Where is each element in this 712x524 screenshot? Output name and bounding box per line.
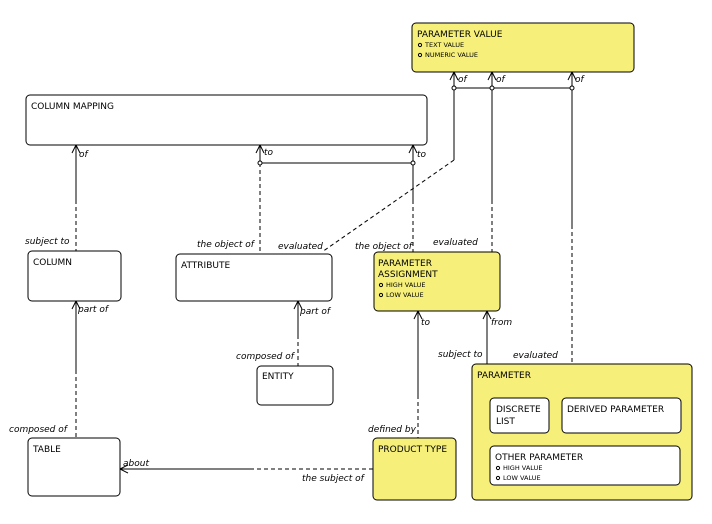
entity-title: PARAMETER bbox=[477, 371, 531, 381]
relationship-label: of bbox=[575, 75, 586, 85]
relationship-label: composed of bbox=[236, 352, 296, 362]
entity-title-line: PARAMETER bbox=[378, 259, 432, 269]
relationship-label: composed of bbox=[9, 425, 69, 435]
relationship-label: of bbox=[496, 75, 507, 85]
relationship-label: to bbox=[417, 150, 427, 160]
relationship-label: evaluated bbox=[433, 238, 478, 248]
attribute-item: LOW VALUE bbox=[503, 474, 541, 482]
entity-parameter-value[interactable]: PARAMETER VALUE TEXT VALUE NUMERIC VALUE bbox=[411, 22, 635, 73]
relationship-lines bbox=[71, 70, 577, 474]
relationship-label: of bbox=[458, 75, 469, 85]
attribute-item: TEXT VALUE bbox=[424, 41, 464, 49]
entity-title: DERIVED PARAMETER bbox=[567, 405, 664, 415]
entity-column-mapping[interactable]: COLUMN MAPPING bbox=[25, 94, 428, 146]
relationship-label: of bbox=[79, 150, 90, 160]
subtype-other-parameter[interactable]: OTHER PARAMETER HIGH VALUE LOW VALUE bbox=[489, 445, 681, 486]
entity-title-line: LIST bbox=[496, 417, 515, 427]
relationship-label: the subject of bbox=[302, 474, 366, 484]
entity-parameter[interactable]: PARAMETER DISCRETE LIST DERIVED PARAMETE… bbox=[471, 363, 693, 501]
entity-title: PARAMETER VALUE bbox=[417, 30, 503, 40]
entity-table[interactable]: TABLE bbox=[27, 437, 121, 497]
subtype-derived-parameter[interactable]: DERIVED PARAMETER bbox=[561, 397, 682, 434]
relationship-label: part of bbox=[299, 307, 332, 317]
attribute-item: HIGH VALUE bbox=[503, 464, 542, 472]
entity-title-line: DISCRETE bbox=[496, 405, 541, 415]
relationship-label: about bbox=[123, 459, 149, 469]
relationship-label: the object of bbox=[355, 242, 414, 252]
entity-product-type[interactable]: PRODUCT TYPE bbox=[372, 437, 457, 501]
relationship-label: to bbox=[421, 318, 431, 328]
entity-title: OTHER PARAMETER bbox=[495, 453, 583, 463]
relationship-label: from bbox=[491, 318, 512, 328]
relationship-label: evaluated bbox=[513, 351, 558, 361]
relationship-label: to bbox=[264, 148, 274, 158]
entity-title: ATTRIBUTE bbox=[181, 261, 230, 271]
entity-title-line: ASSIGNMENT bbox=[378, 270, 438, 280]
entity-entity[interactable]: ENTITY bbox=[256, 365, 334, 406]
subtype-discrete-list[interactable]: DISCRETE LIST bbox=[489, 397, 550, 434]
entity-title: TABLE bbox=[32, 445, 61, 455]
entity-parameter-assignment[interactable]: PARAMETER ASSIGNMENT HIGH VALUE LOW VALU… bbox=[373, 251, 501, 312]
entity-attribute[interactable]: ATTRIBUTE bbox=[175, 253, 333, 302]
relationship-labels: of of of of to to subject to the object … bbox=[9, 75, 586, 484]
attribute-item: HIGH VALUE bbox=[386, 281, 425, 289]
relationship-label: subject to bbox=[438, 350, 483, 360]
relationship-label: part of bbox=[77, 305, 110, 315]
relationship-label: the object of bbox=[197, 240, 256, 250]
relationship-label: subject to bbox=[25, 237, 70, 247]
entity-title: PRODUCT TYPE bbox=[378, 445, 447, 455]
relationship-label: defined by bbox=[368, 425, 417, 435]
entity-title: ENTITY bbox=[262, 372, 294, 382]
attribute-item: LOW VALUE bbox=[386, 291, 424, 299]
attribute-item: NUMERIC VALUE bbox=[425, 51, 478, 59]
relationship-label: evaluated bbox=[278, 242, 323, 252]
entity-title: COLUMN bbox=[33, 258, 72, 268]
entity-column[interactable]: COLUMN bbox=[27, 250, 122, 302]
entity-title: COLUMN MAPPING bbox=[31, 102, 114, 112]
